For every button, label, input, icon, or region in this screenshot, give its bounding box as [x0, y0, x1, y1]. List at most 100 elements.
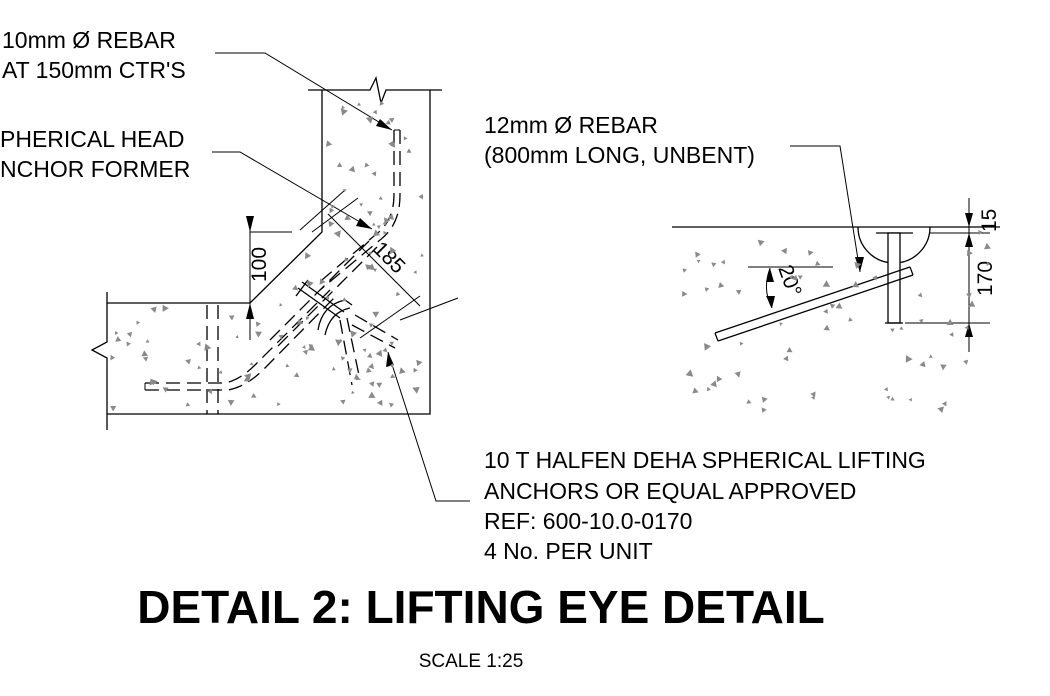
anchor-note-line1: 10 T HALFEN DEHA SPHERICAL LIFTING: [484, 447, 926, 473]
aggregate-speck: [375, 349, 383, 357]
note-10mm-rebar-line2: AT 150mm CTR'S: [2, 57, 186, 83]
aggregate-speck: [367, 263, 375, 271]
aggregate-speck: [151, 379, 158, 386]
aggregate-speck: [383, 230, 387, 235]
aggregate-speck: [739, 341, 744, 346]
aggregate-speck: [964, 325, 969, 330]
angle-20: 20°: [748, 262, 833, 309]
dimension-100: 100: [246, 216, 292, 340]
note-12mm-rebar-line2: (800mm LONG, UNBENT): [484, 142, 755, 168]
aggregate-speck: [227, 399, 235, 406]
aggregate-speck: [983, 242, 991, 250]
aggregate-speck: [342, 297, 347, 302]
aggregate-speck: [928, 354, 933, 358]
aggregate-speck: [835, 302, 843, 309]
aggregate-speck: [378, 196, 383, 200]
dimension-100-label: 100: [248, 247, 271, 282]
top-break-line: [308, 76, 442, 106]
aggregate-speck: [716, 375, 723, 383]
aggregate-speck: [162, 304, 169, 312]
aggregate-speck: [204, 343, 212, 351]
aggregate-speck: [797, 275, 803, 280]
aggregate-speck: [344, 214, 351, 221]
aggregate-speck: [387, 213, 395, 220]
aggregate-speck: [899, 326, 904, 330]
aggregate-speck: [946, 318, 954, 325]
aggregate-speck: [781, 247, 787, 255]
aggregate-speck: [357, 102, 361, 106]
aggregate-speck: [807, 250, 814, 256]
aggregate-speck: [908, 397, 912, 402]
aggregate-speck: [196, 341, 201, 347]
aggregate-speck: [279, 303, 283, 307]
aggregate-speck: [110, 354, 116, 361]
aggregate-speck: [376, 399, 383, 406]
aggregate-speck: [207, 388, 213, 395]
aggregate-speck: [384, 217, 391, 225]
aggregate-speck: [278, 334, 284, 340]
aggregate-speck: [305, 316, 310, 321]
aggregate-speck: [940, 364, 947, 371]
note-former-line1: PHERICAL HEAD: [0, 126, 184, 152]
detail-title: DETAIL 2: LIFTING EYE DETAIL: [137, 581, 824, 633]
aggregate-speck: [872, 275, 877, 281]
aggregate-speck: [783, 355, 789, 362]
aggregate-speck: [351, 390, 355, 395]
leader-12mm-rebar: [790, 145, 861, 273]
aggregate-speck: [145, 339, 150, 343]
aggregate-speck: [389, 246, 397, 255]
dimension-15: 15: [930, 198, 1001, 260]
aggregate-speck: [941, 401, 947, 407]
aggregate-speck: [734, 371, 741, 378]
aggregate-speck: [413, 270, 417, 275]
lifting-anchor-stem: [887, 232, 901, 324]
aggregate-speck: [918, 318, 924, 324]
aggregate-speck: [368, 391, 376, 398]
aggregate-speck: [848, 317, 853, 322]
aggregate-speck: [810, 391, 816, 398]
aggregate-speck: [243, 375, 251, 382]
aggregate-speck: [366, 367, 372, 373]
aggregate-speck: [389, 402, 395, 408]
aggregate-speck: [416, 359, 423, 367]
aggregate-speck: [823, 324, 830, 331]
aggregate-speck: [937, 406, 944, 413]
aggregate-speck: [293, 372, 300, 378]
left-break-line: [90, 292, 108, 430]
aggregate-speck: [319, 278, 326, 285]
aggregate-speck: [325, 295, 330, 300]
aggregate-speck: [249, 362, 254, 366]
aggregate-speck: [968, 300, 976, 307]
aggregate-speck: [344, 257, 349, 262]
leader-anchor-note: [387, 351, 470, 502]
aggregate-speck: [399, 367, 406, 374]
aggregate-speck: [333, 230, 341, 238]
aggregate-speck: [359, 203, 364, 207]
spherical-head-anchor: [295, 279, 399, 386]
aggregate-speck: [376, 225, 381, 229]
inclined-rebar-12mm: [714, 266, 914, 342]
aggregate-speck: [890, 396, 895, 401]
aggregate-speck: [185, 359, 191, 365]
aggregate-speck: [706, 386, 711, 392]
aggregate-speck: [978, 230, 983, 235]
aggregate-speck: [197, 365, 202, 370]
aggregate-speck: [336, 162, 343, 168]
aggregate-speck: [372, 311, 380, 318]
note-12mm-rebar-line1: 12mm Ø REBAR: [484, 112, 658, 138]
aggregate-speck: [779, 322, 783, 326]
aggregate-speck: [811, 395, 815, 400]
aggregate-speck: [986, 261, 991, 266]
aggregate-speck: [379, 100, 385, 106]
aggregate-speck: [364, 162, 370, 168]
aggregate-speck: [886, 395, 891, 400]
aggregate-speck: [704, 343, 712, 351]
aggregate-speck: [365, 116, 374, 124]
aggregate-speck: [369, 381, 375, 387]
aggregate-speck: [420, 253, 424, 257]
aggregate-speck: [162, 387, 169, 393]
vertical-rebar-10mm: [319, 130, 401, 291]
aggregate-speck: [372, 222, 376, 226]
aggregate-speck: [883, 387, 888, 392]
